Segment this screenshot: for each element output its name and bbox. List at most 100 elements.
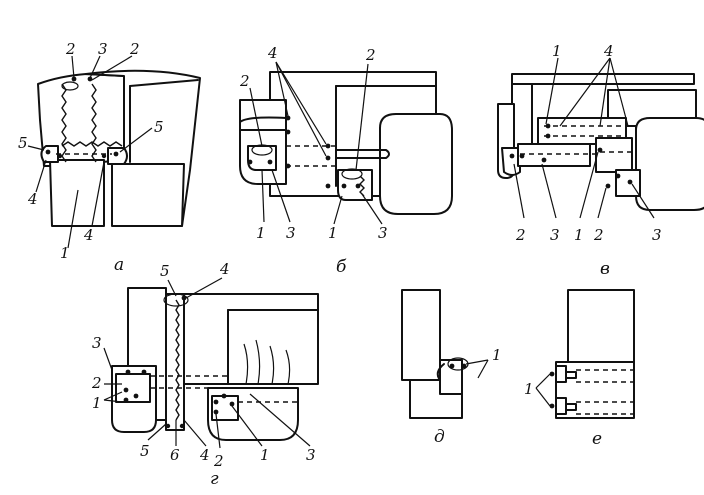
- figure-a-label: 2: [65, 40, 76, 58]
- figure-a-front-panel: [111, 163, 185, 227]
- figure-v-inner-lower-panel: [517, 143, 591, 167]
- figure-g-right-panel: [183, 293, 319, 385]
- figure-v-leader-line: [609, 57, 629, 127]
- figure-g-stitch-dot: [123, 397, 129, 403]
- figure-b-stitch-dot: [325, 143, 331, 149]
- figure-b-leader-line: [355, 63, 369, 171]
- figure-a-zigzag-seam: [61, 83, 67, 163]
- figure-d-stitch-dot: [461, 363, 467, 369]
- figure-e-hem-block: [555, 365, 567, 383]
- figure-g-gather-fold: [255, 339, 261, 385]
- figure-b-zigzag-seam: [359, 175, 365, 197]
- figure-b-leader-line: [249, 87, 263, 147]
- figure-e-stitch-dot: [549, 403, 555, 409]
- figure-b-leader-line: [275, 61, 327, 145]
- figure-g-detail-ellipse: [163, 293, 189, 307]
- figure-a-label: 2: [129, 40, 140, 58]
- figure-v-right-fold: [635, 117, 704, 211]
- figure-g-label: 5: [140, 442, 150, 460]
- figure-d-fold-line: [436, 363, 445, 381]
- figure-v-stitch-dot: [509, 153, 515, 159]
- figure-b-label: 1: [256, 224, 266, 242]
- figure-v-label: 3: [550, 226, 560, 244]
- figure-v: 1 4 2 3 1 2 3 в: [497, 42, 704, 279]
- figure-a-leader-line: [35, 159, 47, 193]
- figure-b-stitch-dot: [355, 183, 361, 189]
- figure-v-label: 2: [593, 226, 604, 244]
- figure-b-leader-line: [271, 169, 291, 223]
- figure-b-stitch-dot: [285, 163, 291, 169]
- figure-v-leader-line: [599, 57, 611, 127]
- figure-a-label: 4: [83, 226, 94, 244]
- figure-e-hem-block: [555, 397, 567, 415]
- figure-g-stitch-dot: [141, 369, 147, 375]
- figure-g-label: 6: [170, 446, 180, 464]
- figure-v-leader-line: [559, 57, 611, 127]
- figure-a-caption: а: [114, 255, 124, 275]
- figure-b-stitch-dot: [285, 115, 291, 121]
- figure-v-label: 2: [515, 226, 526, 244]
- figure-a-panel-edge: [129, 79, 199, 87]
- figure-g-leader-line: [231, 405, 263, 447]
- figure-a-stitch-dot: [101, 153, 107, 159]
- figure-v-leader-line: [545, 57, 559, 125]
- figure-e-leader-line: [535, 387, 551, 407]
- figure-v-stitch-dot: [627, 179, 633, 185]
- figure-v-label: 1: [552, 42, 562, 60]
- figure-v-stitch-dot: [545, 133, 551, 139]
- figure-b-label: 4: [267, 44, 278, 62]
- figure-e-leader-line: [535, 373, 551, 389]
- figure-v-top-strip: [511, 73, 695, 85]
- figure-v-leader-line: [597, 187, 607, 219]
- figure-a-zigzag-seam: [91, 83, 97, 163]
- figure-g-label: 5: [160, 262, 170, 280]
- figure-b-fold-line: [239, 116, 287, 123]
- figure-g-gather-fold: [269, 345, 275, 385]
- figure-b-leader-line: [261, 169, 265, 223]
- figure-g-label: 2: [91, 374, 102, 392]
- figure-g-label: 4: [199, 446, 210, 464]
- figure-b-right-fold: [379, 113, 453, 215]
- figure-b-stitch-dot: [247, 159, 253, 165]
- figure-v-leader-line: [631, 183, 655, 219]
- figure-a-label: 5: [18, 134, 28, 152]
- figure-a-detail-ellipse: [61, 81, 79, 91]
- figure-b-stitch-dot: [341, 183, 347, 189]
- figure-a-leader-line: [71, 55, 75, 79]
- figure-v-stitch-dot: [545, 123, 551, 129]
- figure-d-left-panel: [401, 289, 441, 381]
- figure-v-label: 3: [652, 226, 662, 244]
- figure-g-label: 4: [219, 260, 230, 278]
- figure-g-leader-line: [103, 391, 123, 401]
- figure-a-hem-fold: [107, 147, 128, 165]
- figure-v-stitch-dot: [605, 183, 611, 189]
- figure-g-stitch-dot: [229, 401, 235, 407]
- figure-a-stitch-dot: [87, 76, 93, 82]
- figure-b-label: 3: [378, 224, 388, 242]
- figure-g-label: 3: [306, 446, 316, 464]
- figure-g-seam-strip: [165, 293, 185, 431]
- figure-e-top-panel: [567, 289, 635, 363]
- figure-g-leader-line: [185, 277, 223, 299]
- figure-v-stitch-dot: [597, 147, 603, 153]
- figure-a-leader-line: [67, 189, 79, 249]
- figure-g-gather-fold: [285, 349, 291, 385]
- figure-v-caption: в: [600, 259, 610, 279]
- figure-b-leader-line: [275, 61, 327, 157]
- figure-b-label: 2: [365, 46, 376, 64]
- figure-g-label: 2: [213, 452, 224, 470]
- figure-b-stitch-dot: [267, 159, 273, 165]
- figure-a: 2 3 2 5 5 4 4 1 а: [18, 40, 201, 275]
- figure-d-stitch-dot: [449, 363, 455, 369]
- figure-v-label: 4: [603, 42, 614, 60]
- figure-e-hem-tab: [565, 371, 577, 379]
- figure-g-leader-line: [183, 419, 207, 447]
- figure-g-zigzag-seam: [175, 299, 180, 421]
- figure-b-caption: б: [336, 257, 347, 277]
- figure-v-stitch-dot: [615, 173, 621, 179]
- figure-v-stitch-dot: [519, 153, 525, 159]
- figure-g-stitch-dot: [213, 399, 219, 405]
- figure-a-stitch-dot: [113, 151, 119, 157]
- figure-g-stitch-dot: [179, 423, 185, 429]
